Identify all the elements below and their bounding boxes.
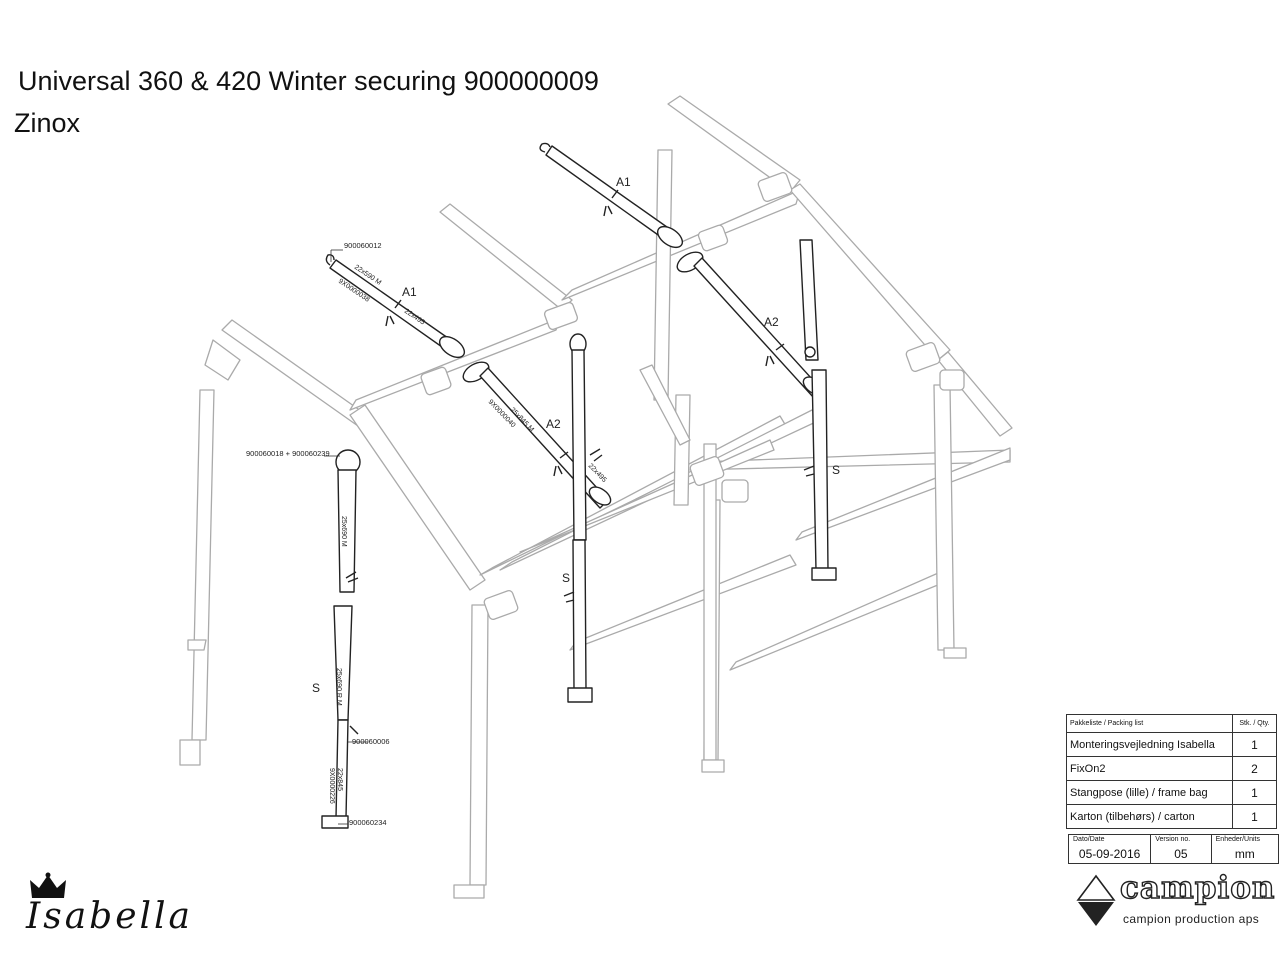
isabella-logo: Isabella xyxy=(12,870,242,940)
part-number-foot: 900060234 xyxy=(349,818,387,827)
packing-item-name: FixOn2 xyxy=(1066,756,1233,781)
leader-lines xyxy=(324,249,368,825)
drawing-info-block: Dato/Date 05-09-2016 Version no. 05 Enhe… xyxy=(1068,834,1279,864)
callout-a2-mid: A2 xyxy=(546,417,561,431)
part-number-hook: 900060012 xyxy=(344,241,382,250)
a2-mid-tube xyxy=(462,361,612,509)
packing-list-row: Monteringsvejledning Isabella 1 xyxy=(1066,732,1277,757)
callout-a1-top: A1 xyxy=(616,175,631,189)
page-subtitle: Zinox xyxy=(14,108,81,138)
callout-a1-left: A1 xyxy=(402,285,417,299)
packing-item-name: Monteringsvejledning Isabella xyxy=(1066,732,1233,757)
crown-icon xyxy=(30,872,66,898)
units-cell: Enheder/Units mm xyxy=(1212,835,1278,863)
version-cell: Version no. 05 xyxy=(1151,835,1212,863)
packing-list-header: Pakkeliste / Packing list xyxy=(1066,714,1233,733)
packing-list-row: FixOn2 2 xyxy=(1066,756,1277,781)
callout-s-mid: S xyxy=(562,571,570,585)
packing-list-row: Karton (tilbehørs) / carton 1 xyxy=(1066,804,1277,829)
campion-wordmark: campion xyxy=(1119,869,1276,906)
callout-s-left: S xyxy=(312,681,320,695)
packing-item-qty: 1 xyxy=(1232,804,1277,829)
part-number-pin: 900060006 xyxy=(352,737,390,746)
packing-item-name: Karton (tilbehørs) / carton xyxy=(1066,804,1233,829)
campion-subline: campion production aps xyxy=(1123,912,1260,926)
a1-top-tube xyxy=(539,142,684,249)
mark-s-code: 9X0000226 xyxy=(328,768,335,804)
callout-s-right: S xyxy=(832,463,840,477)
version-label: Version no. xyxy=(1155,836,1191,843)
mark-s-lower: 25x690 R M xyxy=(335,668,342,706)
campion-logo: campion campion production aps xyxy=(1076,869,1276,928)
packing-item-qty: 1 xyxy=(1232,732,1277,757)
page-title: Universal 360 & 420 Winter securing 9000… xyxy=(18,66,599,96)
units-value: mm xyxy=(1234,847,1255,861)
packing-item-qty: 2 xyxy=(1232,756,1277,781)
s-right-upright xyxy=(799,239,837,581)
packing-list-row: Stangpose (lille) / frame bag 1 xyxy=(1066,780,1277,805)
date-value: 05-09-2016 xyxy=(1078,847,1141,861)
version-value: 05 xyxy=(1174,847,1188,861)
packing-item-qty: 1 xyxy=(1232,780,1277,805)
s-mid-upright xyxy=(563,333,603,703)
packing-list-table: Pakkeliste / Packing list Stk. / Qty. Mo… xyxy=(1066,714,1277,829)
campion-triangle-icon xyxy=(1076,874,1116,926)
callout-a2-right: A2 xyxy=(764,315,779,329)
units-label: Enheder/Units xyxy=(1215,836,1260,843)
packing-item-name: Stangpose (lille) / frame bag xyxy=(1066,780,1233,805)
packing-list-header-row: Pakkeliste / Packing list Stk. / Qty. xyxy=(1066,714,1277,733)
s-left-exploded-upright xyxy=(321,449,361,829)
date-cell: Dato/Date 05-09-2016 xyxy=(1069,835,1152,863)
packing-list-qty-header: Stk. / Qty. xyxy=(1232,714,1277,733)
part-number-clamp: 900060018 + 900060239 xyxy=(246,449,330,458)
isabella-wordmark: Isabella xyxy=(26,896,193,937)
date-label: Dato/Date xyxy=(1073,836,1105,843)
a1-left-tube xyxy=(325,254,466,359)
mark-s-inner: 22x845 xyxy=(336,768,343,791)
mark-s-upper: 25x690 M xyxy=(340,516,347,547)
